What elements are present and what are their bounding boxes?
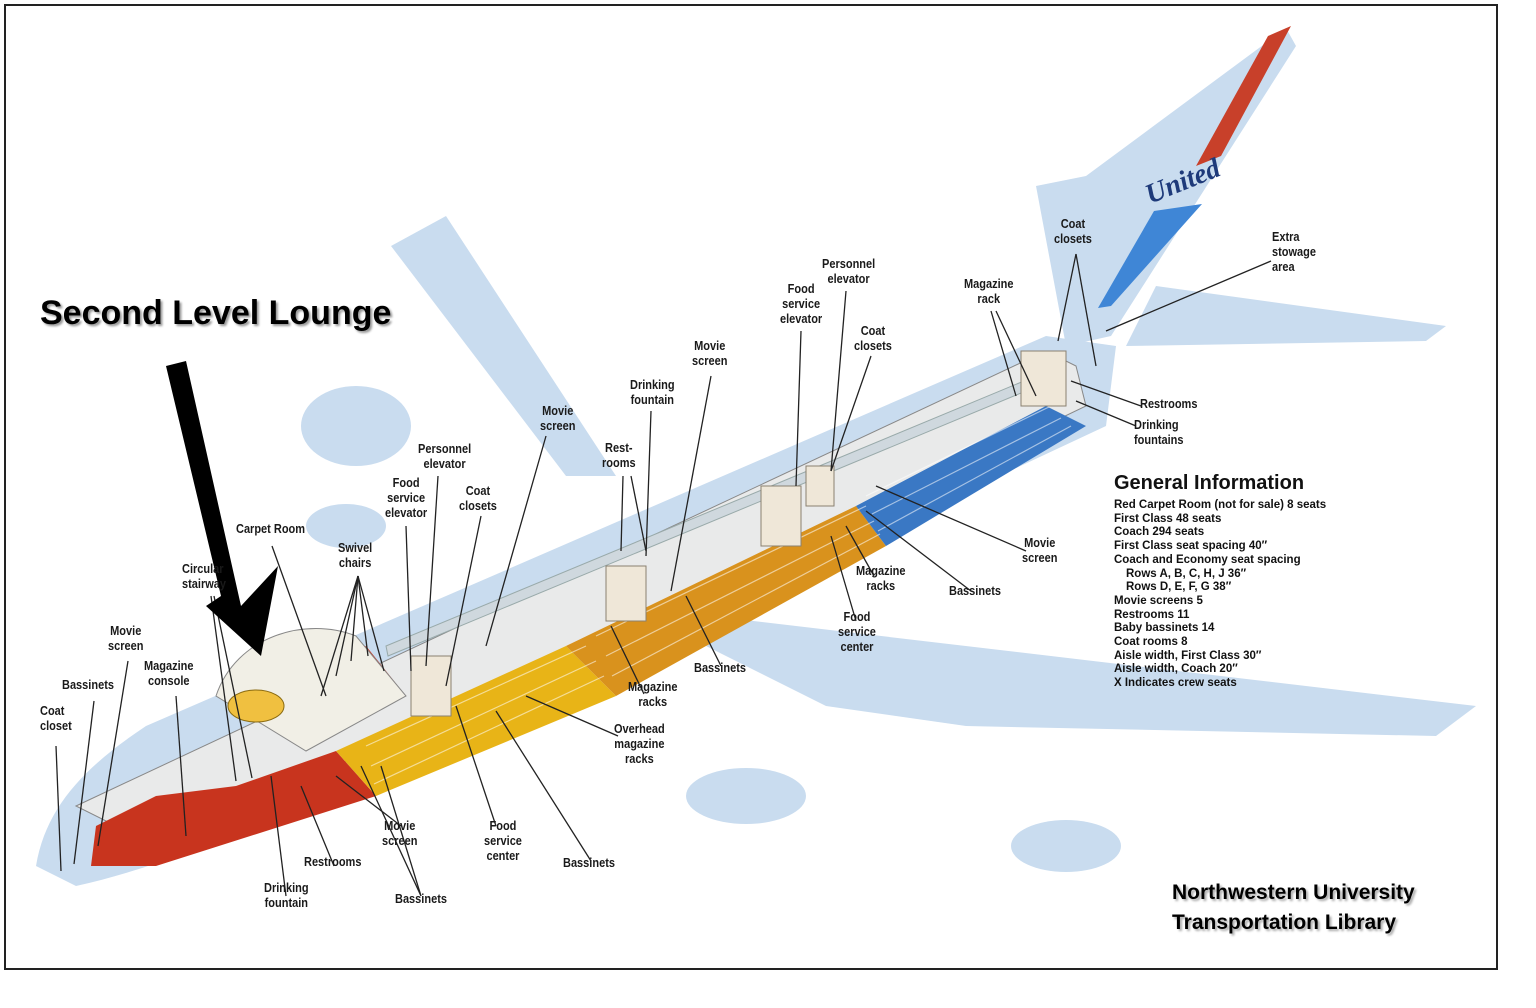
diagram-frame: United [4, 4, 1498, 970]
label-bassinets-front: Bassinets [62, 678, 114, 692]
label-bassinets-rear: Bassinets [949, 584, 1001, 598]
label-restrooms-front: Restrooms [304, 855, 362, 869]
general-information-item: Red Carpet Room (not for sale) 8 seats [1114, 499, 1327, 511]
general-information-item: Aisle width, Coach 20″ [1114, 663, 1238, 676]
credit-line-2: Transportation Library [1172, 911, 1397, 934]
aircraft-cutaway-illustration: United [36, 26, 1476, 897]
general-information-item: Rows D, E, F, G 38″ [1126, 581, 1232, 594]
credit-line-1: Northwestern University [1172, 881, 1415, 904]
coach-front-floor [336, 646, 616, 796]
headline: Second Level Lounge [40, 294, 392, 332]
general-information-item: Baby bassinets 14 [1114, 622, 1215, 635]
galley-block-4 [805, 465, 835, 507]
credit: Northwestern University Transportation L… [1172, 878, 1415, 938]
pointer-arrow [166, 361, 278, 656]
coach-rear-floor [856, 406, 1086, 546]
general-information-item: Aisle width, First Class 30″ [1114, 649, 1262, 662]
leader-lines [55, 253, 1272, 897]
general-information-item: X Indicates crew seats [1114, 677, 1237, 690]
general-information-item: Movie screens 5 [1114, 594, 1203, 607]
general-information-item: Restrooms 11 [1114, 608, 1190, 621]
label-bassinets-mid: Bassinets [563, 856, 615, 870]
label-carpet-room: Carpet Room [236, 522, 306, 536]
general-information-item: First Class seat spacing 40″ [1114, 540, 1268, 553]
galley-block-2 [605, 565, 647, 622]
general-information-item: Coach and Economy seat spacing [1114, 553, 1301, 566]
general-information-item: Rows A, B, C, H, J 36″ [1126, 567, 1247, 580]
coach-mid-floor [566, 506, 886, 696]
galley-block-1 [410, 655, 452, 717]
cabin-interior [74, 350, 1087, 866]
circular-stairway [227, 689, 285, 723]
general-information-title: General Information [1114, 472, 1305, 494]
general-information-panel: General Information Red Carpet Room (not… [1114, 472, 1326, 691]
label-bassinets-lower: Bassinets [395, 892, 447, 906]
label-bassinets-mid2: Bassinets [694, 661, 746, 675]
general-information-item: First Class 48 seats [1114, 512, 1222, 525]
galley-block-5 [1020, 350, 1067, 407]
galley-block-3 [760, 485, 802, 547]
general-information-item: Coach 294 seats [1114, 526, 1205, 539]
general-information-item: Coat rooms 8 [1114, 636, 1188, 649]
label-restrooms-rear: Restrooms [1140, 397, 1198, 411]
label-restrooms-mid: Rest-rooms [602, 441, 636, 470]
first-class-floor [91, 751, 376, 866]
